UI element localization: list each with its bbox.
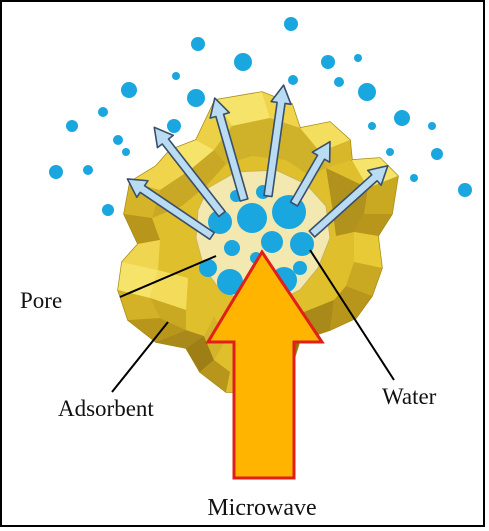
water-droplet [49, 165, 63, 179]
water-droplet [122, 148, 130, 156]
water-droplet [237, 203, 267, 233]
water-droplet [261, 231, 283, 253]
water-droplet [358, 83, 376, 101]
water-droplet [354, 54, 362, 62]
water-droplet [167, 119, 181, 133]
water-droplet [428, 122, 436, 130]
water-droplet [288, 75, 298, 85]
pore-label: Pore [20, 288, 62, 313]
water-droplet [98, 107, 108, 117]
water-droplet [284, 17, 298, 31]
water-droplet [458, 183, 472, 197]
water-droplet [187, 89, 205, 107]
water-droplet [66, 120, 78, 132]
water-droplet [368, 122, 376, 130]
water-droplet [293, 261, 307, 275]
water-droplet [386, 148, 394, 156]
water-droplet [121, 82, 137, 98]
water-droplet [394, 110, 410, 126]
water-droplet [172, 72, 180, 80]
water-droplet [334, 77, 344, 87]
water-droplet [102, 204, 114, 216]
water-droplet [113, 135, 123, 145]
microwave-label: Microwave [207, 495, 316, 521]
water-droplet [234, 53, 252, 71]
adsorbent-label: Adsorbent [58, 396, 154, 421]
water-droplet [224, 240, 240, 256]
water-droplet [431, 148, 443, 160]
water-label: Water [382, 384, 437, 409]
water-droplet [410, 174, 418, 182]
water-droplet [191, 37, 205, 51]
water-droplet [83, 165, 93, 175]
adsorbent-leader-line [112, 322, 168, 392]
water-droplet [321, 55, 335, 69]
